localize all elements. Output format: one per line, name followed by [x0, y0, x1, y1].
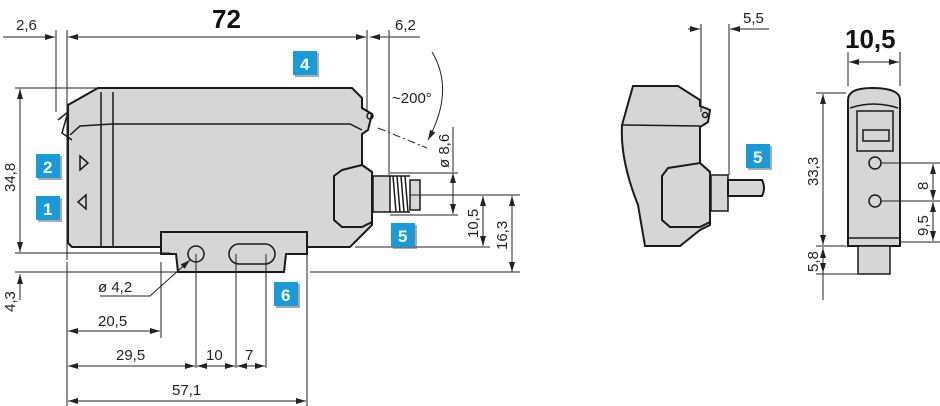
svg-text:4: 4	[300, 55, 310, 74]
badge-2: 2	[36, 154, 62, 180]
dim-connector-height: 10,5	[465, 209, 482, 238]
led-2-triangle-icon	[79, 154, 90, 172]
badge-1: 1	[36, 196, 62, 222]
dim-connector-diameter: ø 8,6	[436, 134, 453, 168]
dim-rotation: ~200°	[392, 90, 432, 107]
connector-cap	[333, 163, 373, 228]
dim-right-offset: 6,2	[395, 17, 416, 34]
connector-collar	[372, 175, 391, 213]
rotation-axis	[377, 127, 428, 149]
side-view: 72 2,6 6,2 ~200° ø 8,6 10,5 16,3 34,8 4,…	[2, 4, 520, 406]
rear-dimension-lines	[688, 24, 769, 175]
dim-length: 72	[212, 4, 241, 34]
dim-rear-offset: 5,5	[743, 10, 764, 27]
dim-rail-start: 20,5	[98, 313, 127, 330]
dimension-lines	[3, 30, 520, 406]
dim-slot-width: 7	[245, 347, 253, 364]
thread-icon	[390, 175, 410, 213]
badge-5: 5	[391, 223, 417, 249]
badge-6: 6	[274, 282, 300, 308]
dim-front-width: 10,5	[845, 24, 896, 54]
dim-front-height: 33,3	[805, 157, 822, 186]
dim-pin-height: 5,8	[805, 251, 822, 272]
svg-text:2: 2	[43, 158, 52, 177]
cover-latch-front	[856, 110, 894, 152]
dim-height: 34,8	[2, 163, 19, 192]
badge-4: 4	[293, 51, 319, 77]
dim-hole-position: 29,5	[116, 347, 145, 364]
svg-text:5: 5	[398, 227, 407, 246]
rotation-arrow	[427, 51, 443, 141]
cover-hinge	[100, 92, 114, 247]
dim-rail-depth: 4,3	[2, 291, 19, 312]
pivot-icon	[701, 111, 709, 119]
cable	[727, 179, 765, 197]
callout-badges: 1 2 4 5 5 6	[36, 51, 772, 308]
front-dimension-lines	[816, 52, 940, 300]
front-seam	[849, 103, 899, 109]
rear-connector-collar	[710, 174, 729, 212]
mounting-slot	[228, 243, 276, 265]
dim-spacing-lower: 9,5	[915, 215, 932, 236]
rear-connector-cap	[661, 161, 711, 228]
front-view: 10,5 33,3 8 9,5 5,8	[805, 24, 940, 300]
led-1-triangle-icon	[76, 193, 87, 211]
pivot-icon	[366, 112, 374, 120]
dim-hole-spacing: 10	[206, 347, 223, 364]
dim-hole-diameter: ø 4,2	[98, 279, 132, 296]
dim-left-offset: 2,6	[16, 17, 37, 34]
svg-text:6: 6	[281, 286, 290, 305]
pins	[857, 245, 891, 275]
latch-detail	[862, 129, 890, 142]
housing-seam	[69, 123, 363, 136]
svg-text:1: 1	[43, 200, 52, 219]
dim-spacing-upper: 8	[915, 182, 932, 190]
front-housing	[847, 86, 901, 247]
dim-rail-length: 57,1	[172, 382, 201, 399]
svg-text:5: 5	[753, 148, 762, 167]
badge-5-rear: 5	[746, 144, 772, 170]
rear-view: 5,5	[620, 10, 769, 247]
rear-seam	[621, 124, 701, 127]
dim-connector-axis: 16,3	[494, 221, 511, 250]
